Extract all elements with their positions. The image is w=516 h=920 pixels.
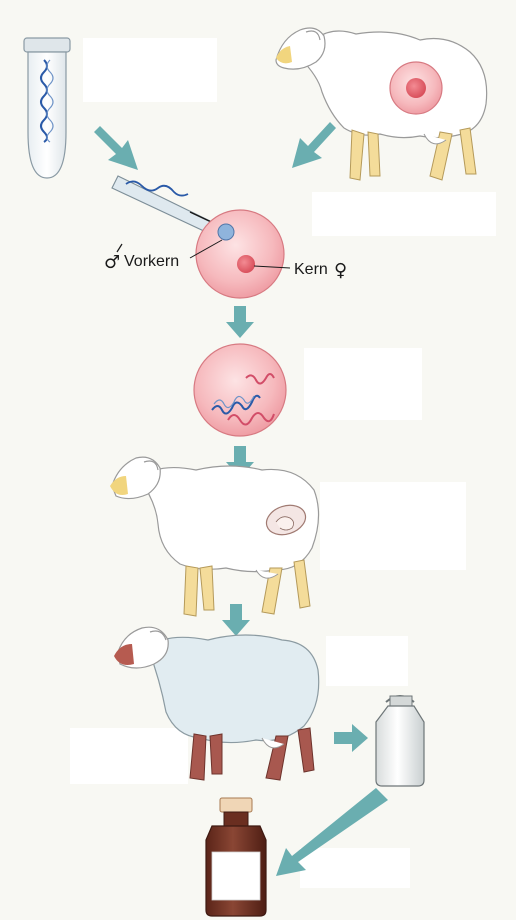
injection-pipette-icon <box>112 176 224 232</box>
sheep-icon <box>110 457 319 616</box>
cell-icon <box>194 344 286 436</box>
kern-label: Kern <box>294 261 328 278</box>
arrow-icon <box>94 126 138 170</box>
label-box-7 <box>300 848 410 888</box>
vorkern-label: Vorkern <box>124 253 179 270</box>
medicine-bottle-icon <box>206 798 266 916</box>
label-box-4 <box>320 482 466 570</box>
label-box-6 <box>70 728 188 784</box>
milk-can-icon <box>376 696 424 786</box>
test-tube-icon <box>24 38 70 178</box>
label-box-3 <box>304 348 422 420</box>
arrow-icon <box>222 604 250 636</box>
arrow-icon <box>226 306 254 338</box>
label-box-2 <box>312 192 496 236</box>
female-symbol: ♀ <box>334 260 347 281</box>
label-box-1 <box>83 38 217 102</box>
arrow-icon <box>292 122 336 168</box>
male-arrow <box>117 244 122 252</box>
label-box-5 <box>326 636 408 686</box>
arrow-icon <box>334 724 368 752</box>
male-symbol: ♂ <box>104 252 120 273</box>
